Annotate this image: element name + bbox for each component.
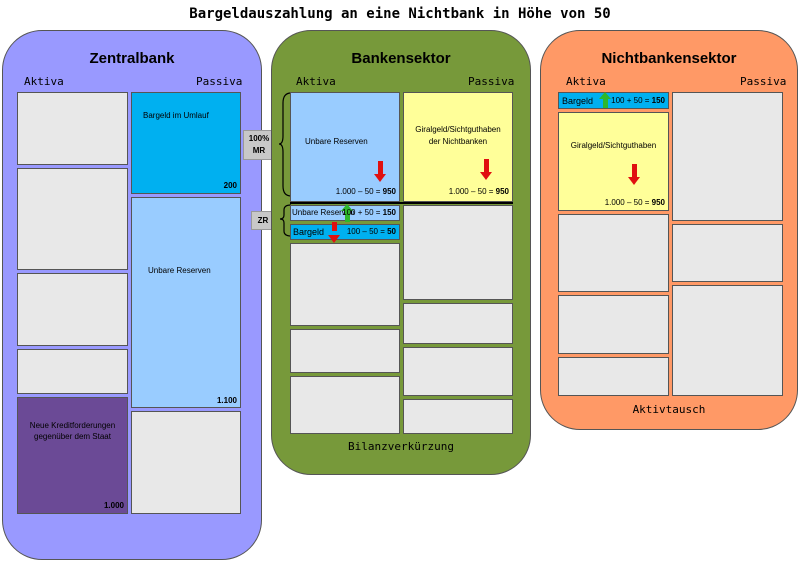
- zentralbank-aktiva-box-4: [17, 349, 128, 394]
- mr-tag-line-1: 100%: [248, 134, 270, 143]
- nichtbanken-giral-label: Giralgeld/Sichtguthaben: [570, 141, 657, 150]
- nichtbanken-giral-result: 950: [651, 198, 665, 207]
- bankensektor-zr-reserven-calc: 100 + 50 = 150: [290, 207, 396, 219]
- bankensektor-footer: Bilanzverkürzung: [348, 440, 454, 453]
- bankensektor-aktiva-box-6: [290, 376, 400, 434]
- nichtbanken-giral-down-arrow-icon: [628, 164, 640, 185]
- bankensektor-giral-box: [403, 92, 513, 202]
- bankensektor-reserven-box: [290, 92, 400, 202]
- bankensektor-zr-reserven-calc-text: 100 + 50 =: [342, 208, 383, 217]
- nichtbanken-title: Nichtbankensektor: [601, 50, 737, 67]
- giral-down-arrow-icon: [480, 159, 492, 180]
- zentralbank-reserven-label: Unbare Reserven: [148, 266, 211, 275]
- nichtbanken-footer: Aktivtausch: [632, 403, 706, 416]
- zentralbank-passiva-label: Passiva: [196, 75, 243, 88]
- bankensektor-aktiva-label: Aktiva: [296, 75, 336, 88]
- zentralbank-reserven-box: [131, 197, 241, 408]
- nichtbanken-bargeld-result: 150: [651, 96, 665, 105]
- zentralbank-kredit-label-1: Neue Kreditforderungen: [29, 421, 116, 430]
- mr-tag: 100% MR: [243, 130, 275, 160]
- bankensektor-zr-reserven-result: 150: [382, 208, 396, 217]
- bankensektor-reserven-calc: 1.000 – 50 = 950: [290, 186, 396, 198]
- nichtbanken-aktiva-box-4: [558, 295, 669, 354]
- reserven-down-arrow-icon: [374, 161, 386, 182]
- zentralbank-bargeld-value: 200: [223, 181, 237, 190]
- bankensektor-passiva-box-4: [403, 347, 513, 396]
- bankensektor-reserven-calc-text: 1.000 – 50 =: [335, 187, 383, 196]
- bankensektor-passiva-box-5: [403, 399, 513, 434]
- bargeld-down-arrow-icon: [328, 222, 340, 243]
- nichtbanken-bargeld-calc-text: 100 + 50 =: [611, 96, 652, 105]
- bankensektor-bargeld-calc: 100 – 50 = 50: [290, 226, 396, 238]
- zentralbank-bargeld-box: [131, 92, 241, 194]
- nichtbanken-passiva-box-3: [672, 285, 783, 396]
- zentralbank-passiva-box-3: [131, 411, 241, 514]
- nichtbanken-bargeld-box: [558, 92, 669, 109]
- bankensektor-aktiva-box-4: [290, 243, 400, 326]
- bankensektor-passiva-box-2: [403, 205, 513, 300]
- balance-divider: [290, 202, 513, 204]
- bankensektor-aktiva-box-5: [290, 329, 400, 373]
- zentralbank-title: Zentralbank: [89, 50, 175, 67]
- bankensektor-bargeld-calc-text: 100 – 50 =: [346, 227, 388, 236]
- bankensektor-giral-result: 950: [495, 187, 509, 196]
- bankensektor-reserven-result: 950: [382, 187, 396, 196]
- nichtbanken-bargeld-label: Bargeld: [562, 96, 594, 106]
- bankensektor-bargeld-label: Bargeld: [293, 227, 325, 237]
- zr-reserven-up-arrow-icon: [341, 204, 353, 222]
- nichtbanken-giral-calc-text: 1.000 – 50 =: [604, 198, 652, 207]
- nichtbanken-bargeld-calc: 100 + 50 = 150: [558, 95, 665, 107]
- zentralbank-aktiva-label: Aktiva: [24, 75, 64, 88]
- nichtbanken-aktiva-label: Aktiva: [566, 75, 606, 88]
- bankensektor-giral-label-2: der Nichtbanken: [428, 137, 488, 146]
- bankensektor-reserven-label: Unbare Reserven: [305, 137, 368, 146]
- bankensektor-passiva-box-3: [403, 303, 513, 344]
- bankensektor-giral-calc: 1.000 – 50 = 950: [403, 186, 509, 198]
- nichtbanken-giral-calc: 1.000 – 50 = 950: [558, 197, 665, 209]
- zentralbank-reserven-value: 1.100: [216, 396, 237, 405]
- bankensektor-passiva-label: Passiva: [468, 75, 515, 88]
- nichtbanken-passiva-label: Passiva: [740, 75, 787, 88]
- zentralbank-kredit-box: [17, 397, 128, 514]
- bankensektor-bargeld-result: 50: [387, 227, 396, 236]
- bankensektor-giral-label-1: Giralgeld/Sichtguthaben: [415, 125, 501, 134]
- nichtbanken-aktiva-box-3: [558, 214, 669, 292]
- zentralbank-kredit-label-2: gegenüber dem Staat: [34, 432, 111, 441]
- zentralbank-aktiva-box-3: [17, 273, 128, 346]
- zentralbank-aktiva-box-1: [17, 92, 128, 165]
- zentralbank-aktiva-box-2: [17, 168, 128, 270]
- zentralbank-kredit-value: 1.000: [103, 501, 124, 510]
- bankensektor-bargeld-box: [290, 224, 400, 240]
- zr-brace: [279, 204, 292, 237]
- bankensektor-title: Bankensektor: [351, 50, 451, 67]
- nichtbanken-giral-box: [558, 112, 669, 211]
- mr-tag-line-2: MR: [252, 146, 266, 155]
- bankensektor-zr-reserven-label: Unbare Reserven: [292, 208, 355, 217]
- mr-brace: [278, 92, 292, 197]
- zentralbank-bargeld-label: Bargeld im Umlauf: [143, 111, 209, 120]
- nichtbanken-passiva-box-2: [672, 224, 783, 282]
- nichtbanken-passiva-box-1: [672, 92, 783, 221]
- nichtbanken-aktiva-box-5: [558, 357, 669, 396]
- brace-svg: [278, 92, 292, 237]
- bankensektor-giral-calc-text: 1.000 – 50 =: [448, 187, 496, 196]
- page-title: Bargeldauszahlung an eine Nichtbank in H…: [189, 6, 611, 22]
- nichtbanken-bargeld-up-arrow-icon: [599, 92, 611, 108]
